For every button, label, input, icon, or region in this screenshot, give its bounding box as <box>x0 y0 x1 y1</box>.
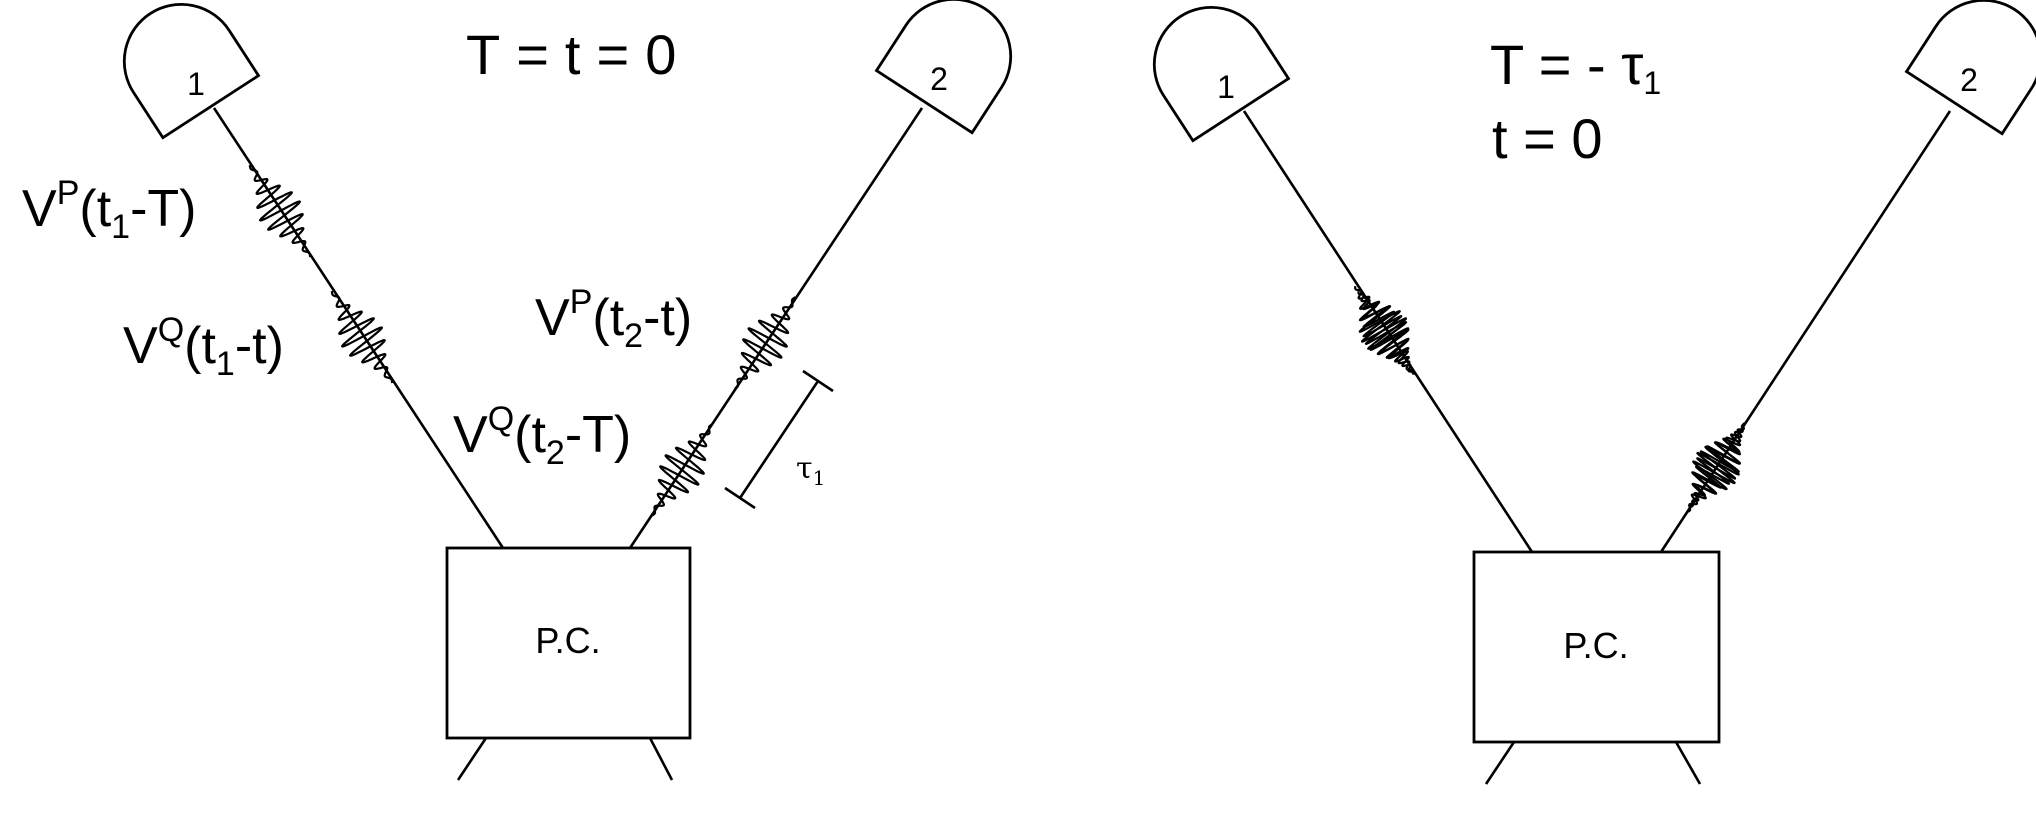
label-vp-t2-t: VP(t2-t) <box>535 283 692 355</box>
right-time-line-1: T = - τ1 <box>1490 33 1661 101</box>
left-detector-2-label: 2 <box>930 61 948 97</box>
label-vp-t1-T: VP(t1-T) <box>22 174 196 246</box>
left-wavepacket-vq1 <box>330 290 394 384</box>
left-detector-1: 1 <box>122 2 261 140</box>
right-pc-label: P.C. <box>1563 625 1628 666</box>
right-detector-2: 2 <box>1904 0 2036 136</box>
left-detector-1-label: 1 <box>187 66 205 102</box>
right-wavepacket-2b <box>1690 422 1746 508</box>
label-vq-t2-T: VQ(t2-T) <box>453 400 631 472</box>
left-pc-leg-right <box>648 737 674 781</box>
left-pc-box <box>445 546 692 740</box>
right-panel: T = - τ1 t = 0 1 2 P.C. <box>1152 0 2036 785</box>
right-wavepacket-1b <box>1357 290 1415 376</box>
tau-dimension-marker <box>724 369 834 510</box>
left-detector-2: 2 <box>874 0 1013 135</box>
left-wavepacket-vp2 <box>733 296 797 390</box>
right-time-line-2: t = 0 <box>1492 107 1603 170</box>
left-time-condition: T=t=0 <box>466 23 676 86</box>
right-detector-1-label: 1 <box>1217 69 1235 105</box>
right-wire-detector-2 <box>1659 110 1952 553</box>
left-panel: T=t=0 1 2 P.C. τ1 VP(t1-T) <box>22 0 1013 781</box>
right-pc-leg-left <box>1484 741 1516 785</box>
left-wavepacket-vq2 <box>650 423 714 517</box>
label-vq-t1-t: VQ(t1-t) <box>123 311 284 383</box>
right-detector-1: 1 <box>1152 5 1291 143</box>
right-pc-leg-right <box>1674 741 1702 785</box>
left-pc-label: P.C. <box>535 620 600 661</box>
right-detector-2-label: 2 <box>1960 62 1978 98</box>
left-wire-detector-1 <box>212 107 505 549</box>
tau-label: τ1 <box>796 451 825 490</box>
right-pc-box <box>1472 550 1721 744</box>
left-wavepacket-vp1 <box>248 164 312 258</box>
left-pc-leg-left <box>456 737 488 781</box>
